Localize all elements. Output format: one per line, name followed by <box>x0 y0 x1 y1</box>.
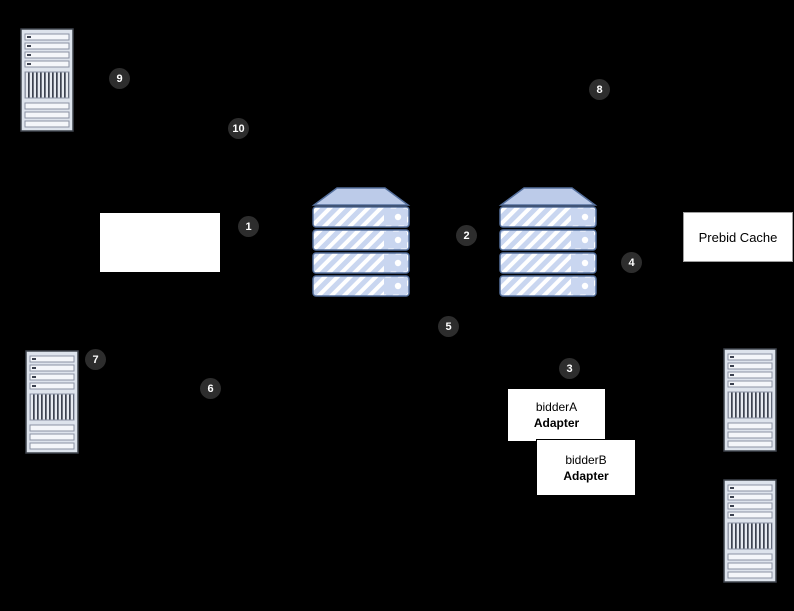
server-rack-icon <box>723 479 777 583</box>
server-rack-icon <box>723 348 777 452</box>
blank-box <box>100 213 220 272</box>
server-stack-icon <box>311 186 411 297</box>
bidder-b-adapter-box: bidderB Adapter <box>536 439 636 496</box>
step-badge-6: 6 <box>200 378 221 399</box>
bidder-b-type: Adapter <box>563 468 609 483</box>
server-rack-icon <box>20 28 74 132</box>
server-stack-icon <box>498 186 598 297</box>
bidder-a-adapter-box: bidderA Adapter <box>508 389 605 441</box>
step-badge-5: 5 <box>438 316 459 337</box>
step-badge-4: 4 <box>621 252 642 273</box>
prebid-cache-label: Prebid Cache <box>698 229 778 245</box>
step-badge-7: 7 <box>85 349 106 370</box>
prebid-cache-box: Prebid Cache <box>683 212 793 262</box>
step-badge-2: 2 <box>456 225 477 246</box>
step-badge-10: 10 <box>228 118 249 139</box>
step-badge-3: 3 <box>559 358 580 379</box>
bidder-a-name: bidderA <box>535 400 578 414</box>
step-badge-9: 9 <box>109 68 130 89</box>
server-rack-icon <box>25 350 79 454</box>
step-badge-1: 1 <box>238 216 259 237</box>
bidder-b-name: bidderB <box>565 452 607 467</box>
bidder-a-type: Adapter <box>533 416 580 430</box>
step-badge-8: 8 <box>589 79 610 100</box>
